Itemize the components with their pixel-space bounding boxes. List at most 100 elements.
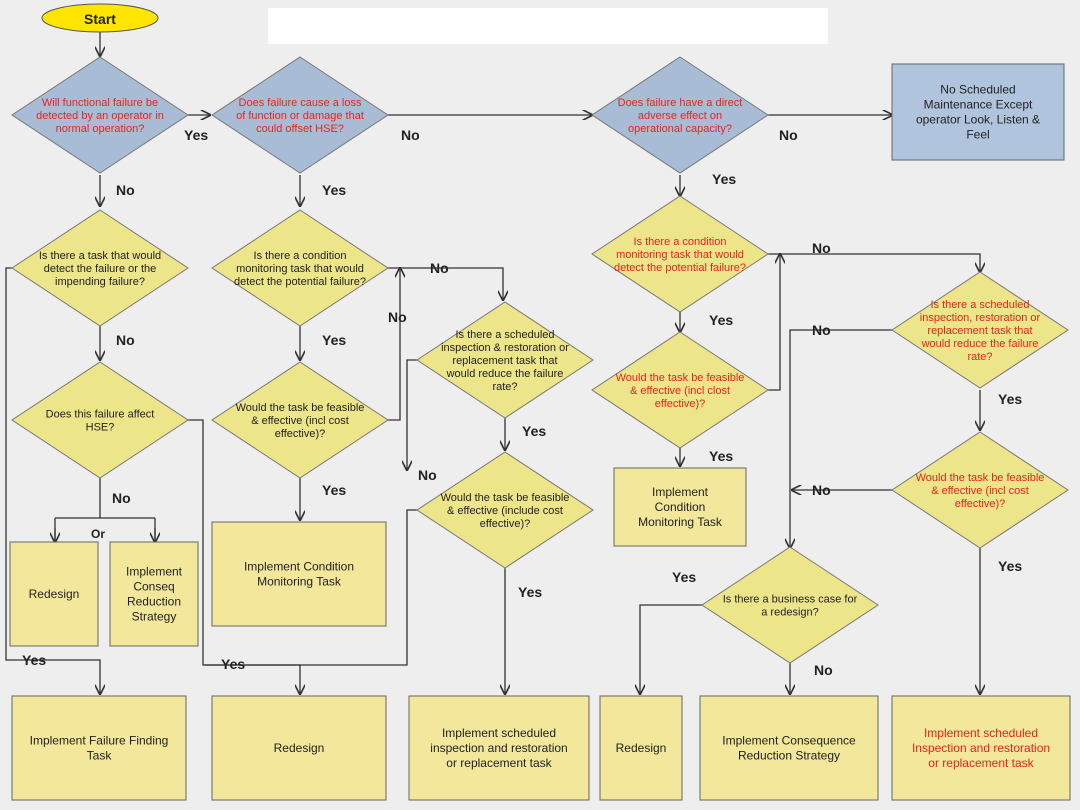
box-text-line: Implement [652, 485, 709, 499]
decision-text-line: adverse effect on [638, 110, 722, 122]
edge-d7-no [386, 268, 400, 421]
decision-text-line: effective)? [655, 398, 706, 410]
label-d4-no: No [116, 332, 135, 348]
decision-diamond [211, 56, 389, 174]
decision-text-line: & effective (incl clost [630, 385, 730, 397]
decision-text-line: Does failure cause a loss [239, 97, 362, 109]
label-d3-yes: Yes [712, 171, 736, 187]
decision-text-line: operational capacity? [628, 123, 732, 135]
box-rect [891, 63, 1065, 161]
decision-text-line: monitoring task that would [616, 249, 744, 261]
edge-d5-or [54, 478, 156, 540]
box-rect [699, 695, 879, 801]
decision-text-line: & effective (incl cost [251, 415, 349, 427]
label-d8-yes: Yes [522, 423, 546, 439]
decision-text-line: & effective (include cost [447, 505, 563, 517]
decision-text-line: Would the task be feasible [916, 472, 1045, 484]
box-text-line: Implement Condition [244, 560, 354, 574]
label-d11-yes: Yes [709, 448, 733, 464]
label-d14-yes: Yes [672, 569, 696, 585]
box-text-line: Implement Failure Finding [30, 734, 169, 748]
label-d2-no: No [401, 127, 420, 143]
edge-d4-yes-left [5, 267, 100, 694]
box-text-line: Condition [655, 500, 706, 514]
edge-d12-no [790, 329, 894, 548]
decision-diamond [891, 271, 1069, 389]
decision-text-line: Is there a business case for [723, 594, 858, 606]
label-d12-yes: Yes [998, 391, 1022, 407]
decision-text-line: Is there a scheduled [930, 299, 1029, 311]
box-text-line: Task [87, 749, 113, 763]
edge-d10-d12 [768, 253, 980, 272]
decision-d7: Would the task be feasible& effective (i… [211, 361, 389, 479]
decision-diamond [416, 301, 594, 419]
decision-text-line: Does failure have a direct [618, 97, 743, 109]
box-text-line: Implement scheduled [924, 726, 1038, 740]
label-d13-no: No [812, 482, 831, 498]
decision-text-line: of function or damage that [236, 110, 364, 122]
label-d14-no: No [814, 662, 833, 678]
box-rect [211, 695, 387, 801]
edge-d11-no [768, 254, 780, 391]
box-text-line: inspection and restoration [430, 741, 567, 755]
edge-d14-yes [640, 604, 704, 694]
label-d1-no: No [116, 182, 135, 198]
label-d10-no: No [812, 240, 831, 256]
decision-text-line: rate? [967, 351, 992, 363]
box-rect [408, 695, 590, 801]
decision-text-line: Would the task be feasible [236, 402, 365, 414]
decision-text-line: would reduce the failure [921, 338, 1039, 350]
decision-diamond [591, 331, 769, 449]
decision-diamond [891, 431, 1069, 549]
decision-text-line: would reduce the failure [446, 368, 564, 380]
edge-d8-no [407, 359, 418, 470]
decision-text-line: detected by an operator in [36, 110, 164, 122]
box-text-line: Conseq [133, 580, 174, 594]
box-text-line: operator Look, Listen & [916, 113, 1040, 127]
decision-d9: Would the task be feasible& effective (i… [416, 451, 594, 569]
box-text-line: Strategy [132, 610, 177, 624]
edge-labels: Yes No No No Yes Yes No Yes No Or Yes Ye… [22, 127, 1022, 678]
box-text-line: or replacement task [928, 756, 1034, 770]
decision-diamond [211, 361, 389, 479]
box-text-line: Monitoring Task [257, 575, 342, 589]
decision-text-line: inspection, restoration or [920, 312, 1041, 324]
decision-text-line: HSE? [86, 422, 115, 434]
label-d7-no: No [388, 309, 407, 325]
box-text-line: No Scheduled [940, 83, 1015, 97]
decision-text-line: replacement task that [927, 325, 1032, 337]
edge-d5-yes [186, 419, 300, 694]
box-rect [11, 695, 187, 801]
box-text-line: Reduction [127, 595, 181, 609]
decision-text-line: Would the task be feasible [616, 372, 745, 384]
decision-text-line: detect the failure or the [44, 263, 157, 275]
decision-text-line: Would the task be feasible [441, 492, 570, 504]
box-rect [109, 541, 199, 647]
box-text-line: Maintenance Except [924, 98, 1033, 112]
box-text-line: Implement scheduled [442, 726, 556, 740]
start-node: Start [41, 3, 159, 33]
decision-text-line: Is there a condition [254, 250, 347, 262]
decision-text-line: & effective (incl cost [931, 485, 1029, 497]
box-text-line: Implement Consequence [722, 734, 856, 748]
decision-text-line: effective)? [480, 518, 531, 530]
label-d10-yes: Yes [709, 312, 733, 328]
edge-d6-d8 [386, 267, 503, 300]
decision-text-line: monitoring task that would [236, 263, 364, 275]
box-redesign_b1: Redesign [211, 695, 387, 801]
decision-text-line: Is there a task that would [39, 250, 161, 262]
decision-diamond [11, 56, 189, 174]
